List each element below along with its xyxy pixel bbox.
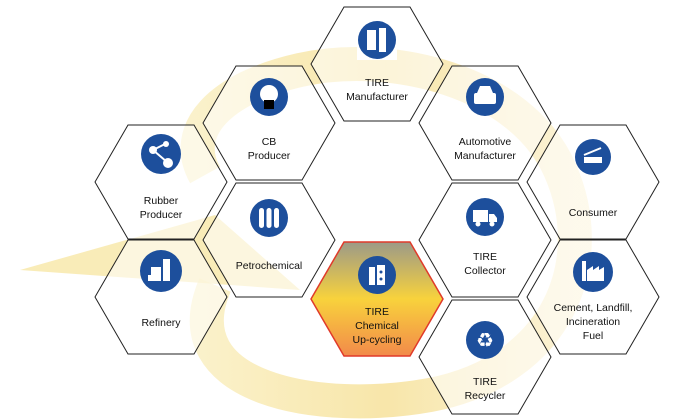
test-tubes-icon [250,199,288,237]
node-label: Petrochemical [236,260,303,272]
node-petrochemical: Petrochemical [202,182,336,298]
hand-card-icon [575,139,611,175]
factory-machine-icon [357,20,397,60]
truck-icon [466,198,504,236]
molecule-icon [141,134,181,174]
refinery-icon [140,250,182,292]
node-label: Consumer [569,207,618,219]
car-icon [466,78,504,116]
reactor-icon [358,256,396,294]
industrial-plant-icon [573,252,613,292]
node-refinery: Refinery [94,239,228,355]
svg-text:♻: ♻ [476,328,494,352]
node-label: Refinery [141,317,181,329]
carbon-black-icon [250,78,288,116]
recycle-icon: ♻ [466,321,504,359]
node-consumer: Consumer [526,124,660,240]
